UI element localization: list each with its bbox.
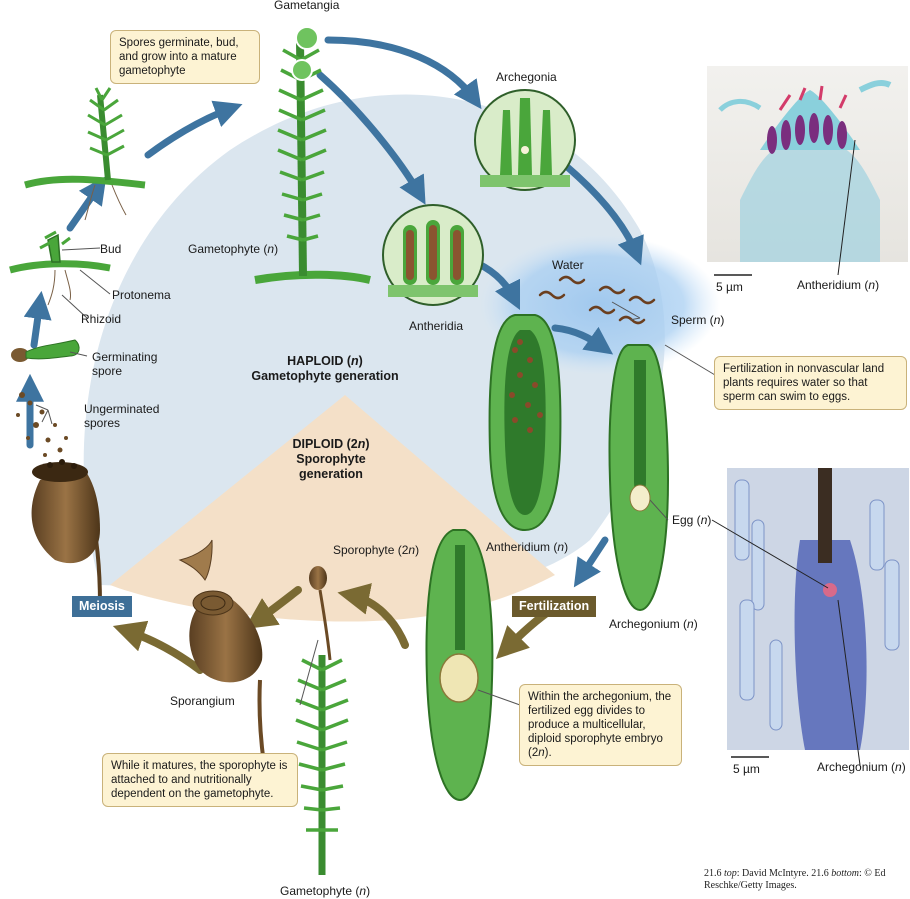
label-sperm: Sperm (n) <box>671 313 725 327</box>
label-archegonia: Archegonia <box>496 70 557 84</box>
arrow-archegonia-to-archegonium <box>561 161 644 266</box>
micrograph-top <box>707 66 908 276</box>
calyptra-drawing <box>178 539 213 581</box>
arrow-germinating-to-protonema <box>23 290 52 349</box>
callout-water: Fertilization in nonvascular land plants… <box>714 356 907 410</box>
arrow-sporangium-to-meiosis <box>112 620 204 674</box>
label-scale-bottom: 5 µm <box>733 762 760 776</box>
arrow-to-fertilization <box>573 536 609 588</box>
arrow-fertilization-to-embryo <box>495 608 552 660</box>
arrow-to-archegonia <box>324 36 482 110</box>
diploid-generation-label: DIPLOID (2n) Sporophyte generation <box>292 437 370 481</box>
fertilization-tag: Fertilization <box>512 596 597 617</box>
leader-lines <box>35 247 716 706</box>
germinating-spore-drawing <box>11 339 80 362</box>
label-egg: Egg (n) <box>672 513 712 527</box>
protonema-drawing <box>9 230 111 306</box>
label-archegonium-micro: Archegonium (n) <box>817 760 906 774</box>
label-sporophyte: Sporophyte (2n) <box>333 543 420 557</box>
label-sporangium: Sporangium <box>170 694 235 708</box>
gametophyte-bottom-drawing <box>295 655 349 875</box>
label-bud: Bud <box>100 242 122 256</box>
arrow-embryo-to-sporophyte <box>337 583 409 649</box>
label-antheridium: Antheridium (n) <box>486 540 569 554</box>
arrow-protonema-to-bud <box>66 175 107 232</box>
callout-germinate: Spores germinate, bud, and grow into a m… <box>110 30 260 84</box>
micrograph-bottom <box>711 468 909 766</box>
label-scale-top: 5 µm <box>716 280 743 294</box>
label-gametophyte-top: Gametophyte (n) <box>188 242 279 256</box>
sporangium-drawing <box>189 590 272 801</box>
dispersing-capsule <box>31 459 102 606</box>
label-gametophyte-bottom: Gametophyte (n) <box>280 884 371 898</box>
meiosis-tag: Meiosis <box>72 596 132 617</box>
label-antheridia: Antheridia <box>409 319 464 333</box>
embryo-archegonium <box>425 529 494 802</box>
arrow-sperm-to-egg <box>551 324 614 355</box>
archegonia-magnified <box>474 89 576 191</box>
label-water: Water <box>552 258 584 272</box>
antheridia-magnified <box>382 204 484 306</box>
label-archegonium: Archegonium (n) <box>609 617 698 631</box>
arrow-sporophyte-to-capsule <box>244 586 302 630</box>
label-rhizoid: Rhizoid <box>81 312 122 326</box>
young-gametophyte-drawing <box>24 87 146 221</box>
cycle-arrows-blue <box>15 36 644 588</box>
archegonium-enlarged <box>608 344 670 612</box>
label-ungerminated-spores: Ungerminated spores <box>84 402 160 430</box>
haploid-generation-label: HAPLOID (n) Gametophyte generation <box>251 354 399 383</box>
label-germinating-spore: Germinating spore <box>92 350 158 378</box>
young-sporophyte-drawing <box>309 566 332 661</box>
label-antheridium-micro: Antheridium (n) <box>797 278 880 292</box>
arrow-to-antheridia <box>316 71 426 205</box>
label-protonema: Protonema <box>112 288 171 302</box>
callout-sporophyte: While it matures, the sporophyte is atta… <box>102 753 298 807</box>
ungerminated-spores-dots <box>16 392 68 457</box>
callout-embryo: Within the archegonium, the fertilized e… <box>519 684 682 766</box>
photo-credit: 21.6 top: David McIntyre. 21.6 bottom: ©… <box>704 868 886 891</box>
antheridium-enlarged <box>488 314 562 532</box>
arrow-bud-to-gametophyte <box>144 100 243 159</box>
mature-gametophyte-drawing <box>254 26 371 284</box>
label-gametangia: Gametangia <box>274 0 340 12</box>
